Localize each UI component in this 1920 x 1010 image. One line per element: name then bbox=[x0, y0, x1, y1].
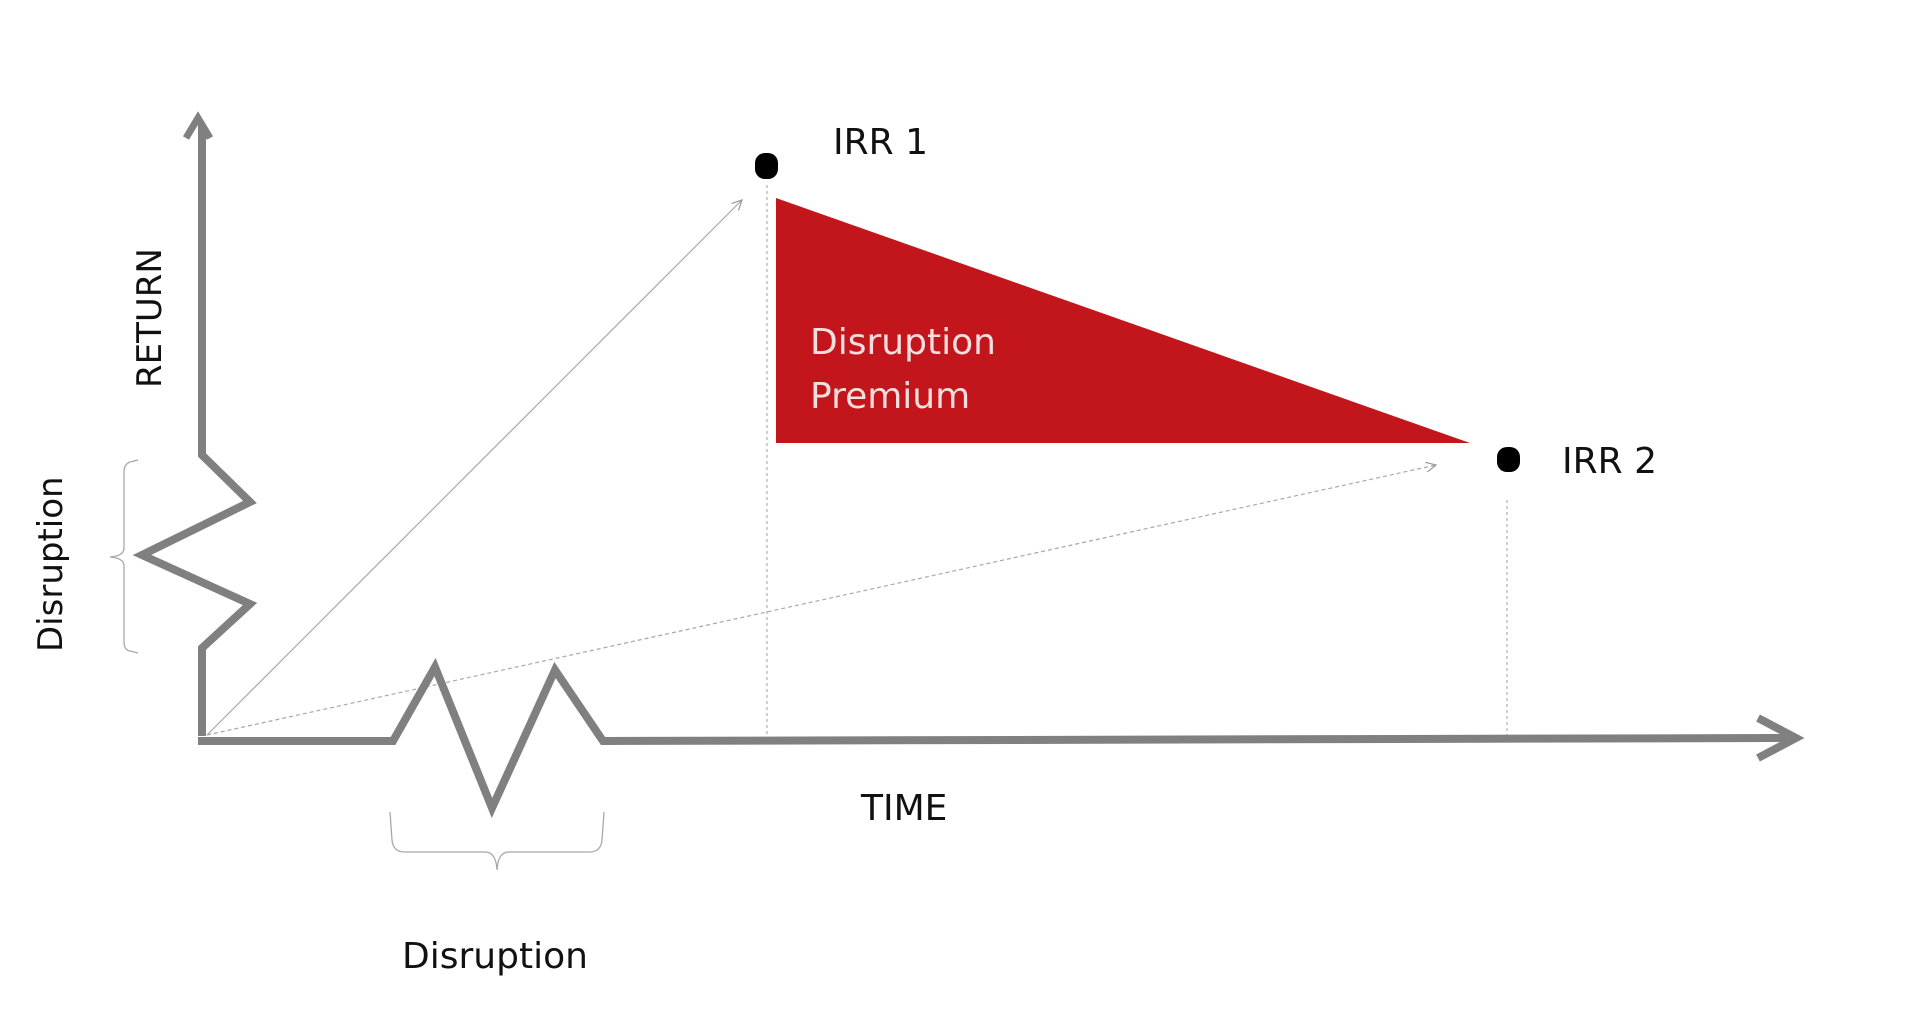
y-axis-arrowhead bbox=[182, 111, 214, 140]
irr2-label: IRR 2 bbox=[1562, 441, 1657, 482]
x-axis-label: TIME bbox=[860, 788, 947, 829]
premium-label-line2: Premium bbox=[810, 376, 970, 417]
vertical-disruption-label: Disruption bbox=[31, 476, 71, 652]
horizontal-disruption-label: Disruption bbox=[402, 936, 588, 977]
irr2-dot bbox=[1497, 447, 1520, 472]
y-axis bbox=[132, 125, 258, 736]
premium-label-line1: Disruption bbox=[810, 322, 996, 363]
disruption-premium-area bbox=[776, 198, 1470, 443]
x-axis bbox=[198, 657, 1788, 819]
vertical-disruption-bracket bbox=[109, 459, 139, 654]
irr1-label: IRR 1 bbox=[833, 122, 928, 163]
horizontal-disruption-bracket bbox=[389, 811, 605, 871]
irr2-path-line bbox=[206, 465, 1436, 736]
y-axis-label: RETURN bbox=[130, 248, 170, 388]
irr1-dot bbox=[755, 153, 778, 179]
irr1-path-line bbox=[206, 200, 742, 736]
x-axis-arrowhead bbox=[1756, 714, 1805, 762]
